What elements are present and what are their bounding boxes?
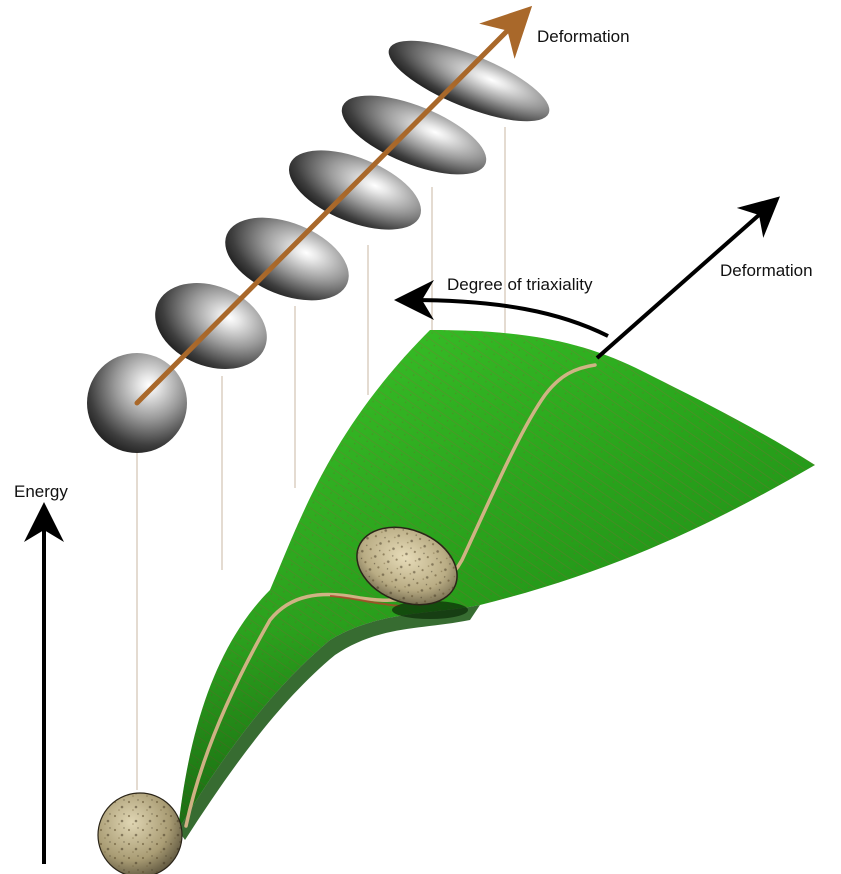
deformation-label-right: Deformation (720, 262, 813, 279)
triaxiality-label: Degree of triaxiality (447, 276, 593, 293)
deformation-arrow-right (597, 207, 768, 358)
deformation-label-top: Deformation (537, 28, 630, 45)
spherical-nucleus-ball (98, 793, 182, 874)
energy-label: Energy (14, 483, 68, 500)
energy-surface (178, 330, 815, 840)
